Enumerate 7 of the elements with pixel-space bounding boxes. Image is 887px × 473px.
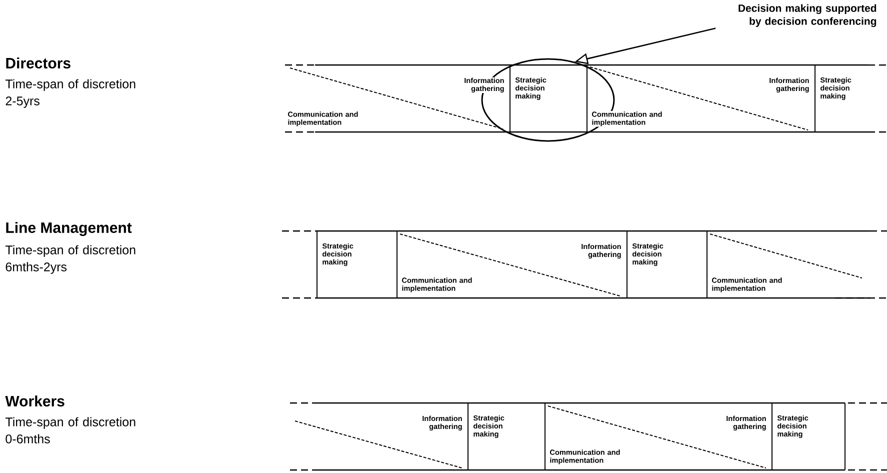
callout-text: Decision making supported by decision conferencing: [738, 4, 876, 28]
time-span-label: Time-span of discretion 2-5yrs: [6, 79, 136, 108]
time-span-label: Time-span of discretion 0-6mths: [6, 417, 136, 444]
row-title: Workers: [5, 395, 64, 406]
row-title: Line Management: [6, 222, 132, 236]
row-title: Directors: [6, 58, 70, 68]
time-span-label: Time-span of discretion 6mths-2yrs: [6, 245, 136, 274]
